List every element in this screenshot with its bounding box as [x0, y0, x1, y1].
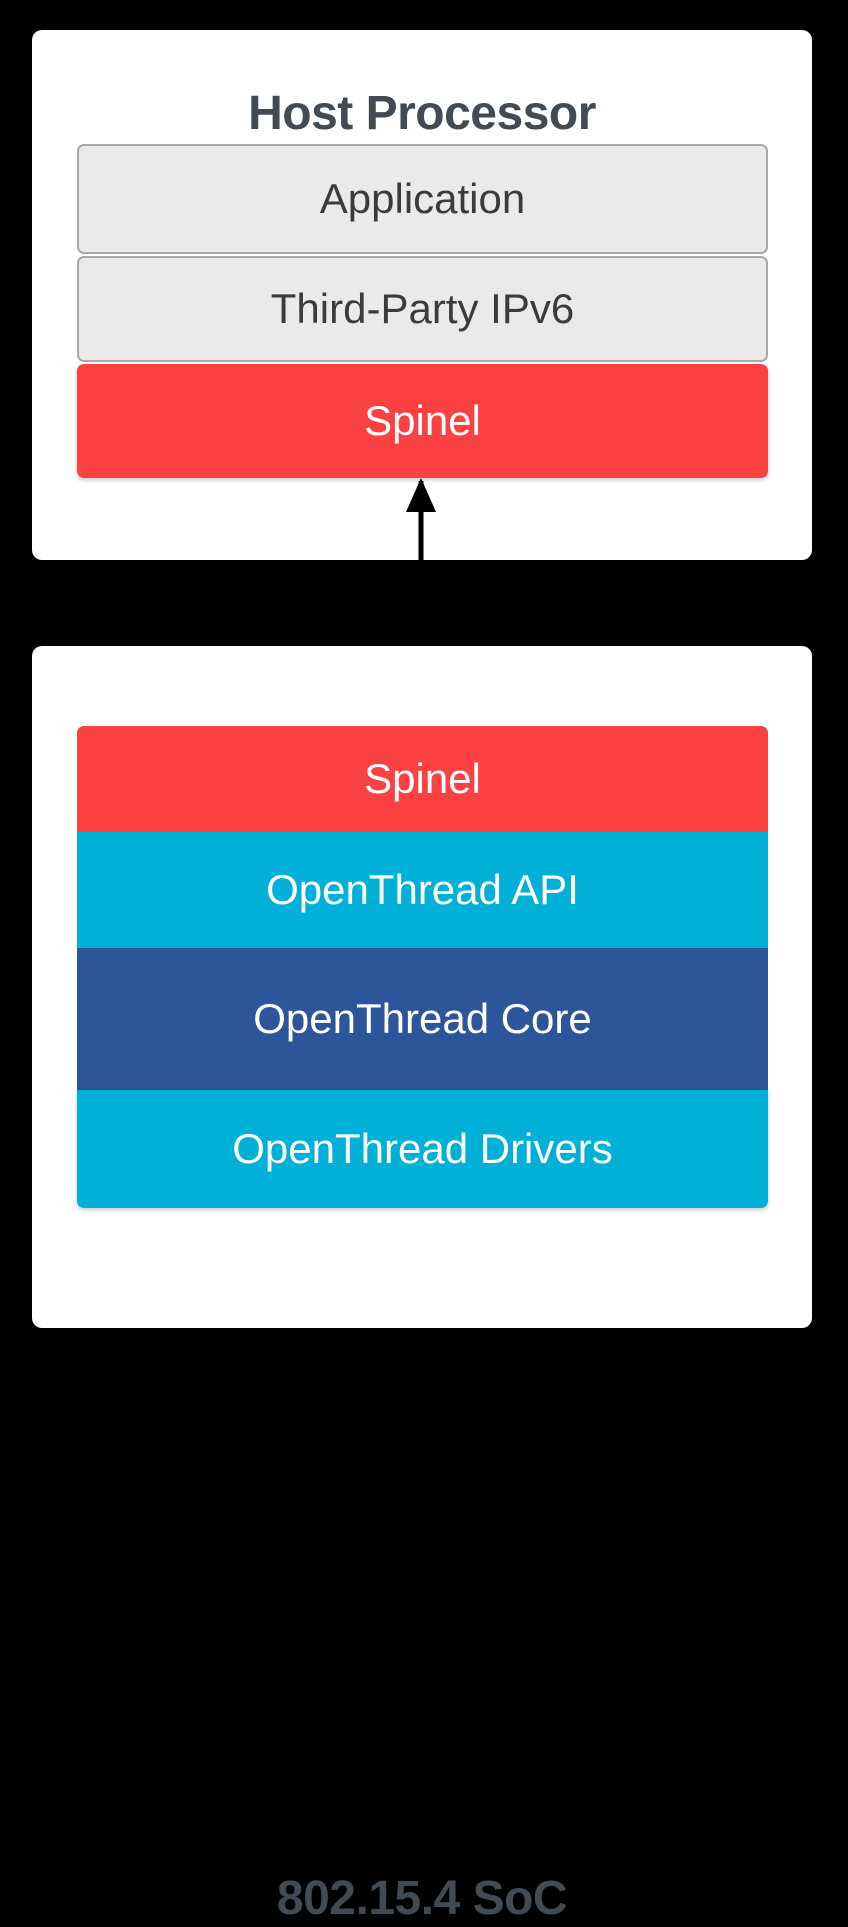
panel-soc-caption: 802.15.4 SoC — [276, 1872, 568, 1925]
architecture-diagram: Host Processor Application Third-Party I… — [32, 30, 812, 1925]
arrow-head-up — [406, 478, 436, 512]
arrow-shaft — [418, 481, 424, 726]
layer-openthread-core[interactable]: OpenThread Core — [77, 948, 768, 1090]
layer-application[interactable]: Application — [77, 144, 768, 254]
layer-openthread-drivers-label: OpenThread Drivers — [232, 1125, 613, 1172]
layer-openthread-core-label: OpenThread Core — [253, 995, 592, 1042]
layer-openthread-api-label: OpenThread API — [266, 866, 579, 913]
layer-application-label: Application — [319, 175, 526, 222]
layer-spinel-soc-label: Spinel — [364, 755, 481, 802]
layer-openthread-api[interactable]: OpenThread API — [77, 832, 768, 948]
layer-spinel-host[interactable]: Spinel — [77, 364, 768, 478]
layer-spinel-soc[interactable]: Spinel — [77, 726, 768, 832]
layer-third-party-ipv6[interactable]: Third-Party IPv6 — [77, 256, 768, 362]
layer-openthread-drivers[interactable]: OpenThread Drivers — [77, 1090, 768, 1208]
layer-third-party-ipv6-label: Third-Party IPv6 — [270, 285, 575, 332]
layer-spinel-host-label: Spinel — [364, 397, 481, 444]
panel-host-processor-caption: Host Processor — [248, 87, 596, 140]
